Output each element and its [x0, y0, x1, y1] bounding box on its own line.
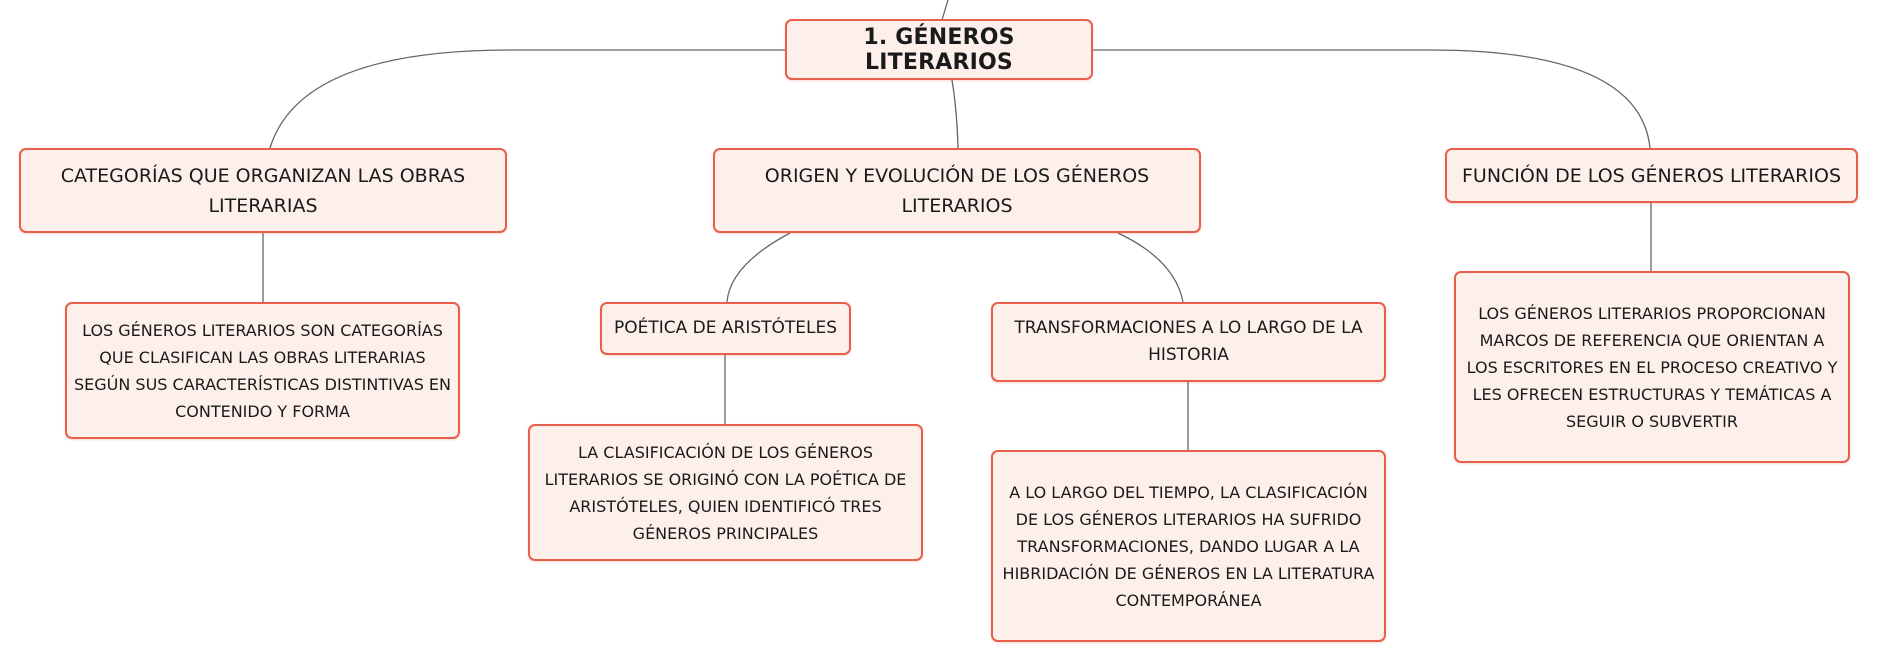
connector-root-categorias — [269, 49, 787, 149]
sub-transformaciones-label: TRANSFORMACIONES A LO LARGO DE LA HISTOR… — [1014, 318, 1363, 365]
root-node-label: 1. GÉNEROS LITERARIOS — [863, 24, 1015, 75]
connector-root-funcion — [1092, 49, 1651, 149]
leaf-transformaciones-detail[interactable]: A LO LARGO DEL TIEMPO, LA CLASIFICACIÓN … — [991, 450, 1386, 642]
connector-origen-poetica — [726, 232, 791, 303]
leaf-poetica-detail[interactable]: LA CLASIFICACIÓN DE LOS GÉNEROS LITERARI… — [528, 424, 923, 561]
branch-origen-label: ORIGEN Y EVOLUCIÓN DE LOS GÉNEROS LITERA… — [764, 164, 1150, 217]
sub-poetica[interactable]: POÉTICA DE ARISTÓTELES — [600, 302, 851, 355]
leaf-poetica-detail-text: LA CLASIFICACIÓN DE LOS GÉNEROS LITERARI… — [544, 442, 907, 543]
connector-root-origen — [951, 79, 959, 149]
leaf-categorias-detail-text: LOS GÉNEROS LITERARIOS SON CATEGORÍAS QU… — [73, 320, 452, 421]
branch-categorias[interactable]: CATEGORÍAS QUE ORGANIZAN LAS OBRAS LITER… — [19, 148, 507, 233]
root-node[interactable]: 1. GÉNEROS LITERARIOS — [785, 19, 1093, 80]
branch-origen[interactable]: ORIGEN Y EVOLUCIÓN DE LOS GÉNEROS LITERA… — [713, 148, 1201, 233]
sub-transformaciones[interactable]: TRANSFORMACIONES A LO LARGO DE LA HISTOR… — [991, 302, 1386, 382]
connector-origen-transformaciones — [1117, 232, 1184, 303]
sub-poetica-label: POÉTICA DE ARISTÓTELES — [613, 318, 838, 338]
leaf-funcion-detail-text: LOS GÉNEROS LITERARIOS PROPORCIONAN MARC… — [1466, 303, 1838, 431]
leaf-transformaciones-detail-text: A LO LARGO DEL TIEMPO, LA CLASIFICACIÓN … — [1002, 482, 1375, 610]
leaf-categorias-detail[interactable]: LOS GÉNEROS LITERARIOS SON CATEGORÍAS QU… — [65, 302, 460, 439]
connector-root-incoming — [941, 0, 949, 21]
branch-funcion[interactable]: FUNCIÓN DE LOS GÉNEROS LITERARIOS — [1445, 148, 1858, 203]
leaf-funcion-detail[interactable]: LOS GÉNEROS LITERARIOS PROPORCIONAN MARC… — [1454, 271, 1850, 463]
branch-categorias-label: CATEGORÍAS QUE ORGANIZAN LAS OBRAS LITER… — [60, 164, 466, 217]
branch-funcion-label: FUNCIÓN DE LOS GÉNEROS LITERARIOS — [1461, 164, 1842, 187]
